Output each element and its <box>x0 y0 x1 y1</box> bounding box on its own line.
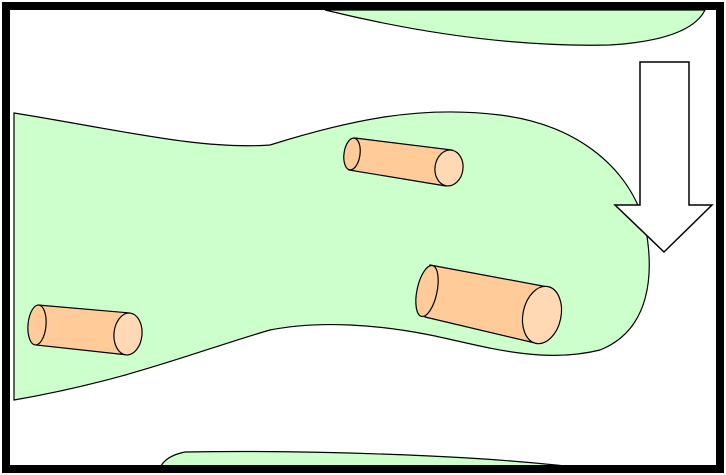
diagram-canvas <box>0 0 726 475</box>
